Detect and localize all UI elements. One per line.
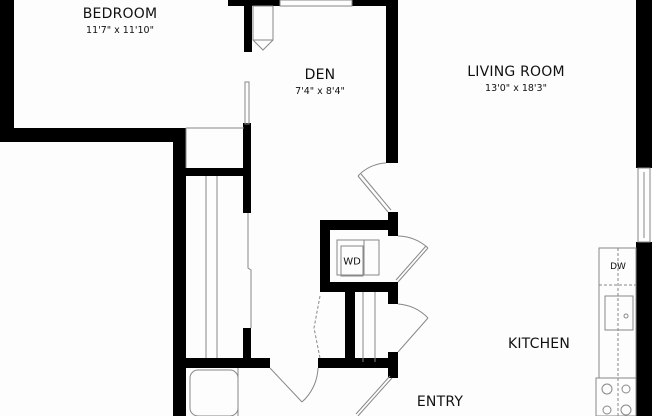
bedroom-name: BEDROOM — [82, 6, 158, 22]
entry-name: ENTRY — [416, 394, 464, 410]
bedroom-dimensions: 11'7" x 11'10" — [86, 25, 154, 36]
room-label-kitchen: KITCHEN — [508, 336, 570, 352]
washer-dryer-label: WD — [343, 256, 361, 268]
room-label-den: DEN 7'4" x 8'4" — [295, 67, 345, 97]
kitchen-name: KITCHEN — [507, 336, 571, 352]
room-label-entry: ENTRY — [417, 394, 463, 410]
den-name: DEN — [304, 67, 336, 83]
room-label-bedroom: BEDROOM 11'7" x 11'10" — [83, 6, 157, 36]
dishwasher-label: DW — [610, 262, 626, 272]
fixtures — [185, 0, 651, 416]
den-dimensions: 7'4" x 8'4" — [295, 86, 345, 97]
room-label-living-room: LIVING ROOM 13'0" x 18'3" — [467, 64, 564, 94]
living-room-dimensions: 13'0" x 18'3" — [485, 83, 547, 94]
living-room-name: LIVING ROOM — [467, 64, 565, 80]
